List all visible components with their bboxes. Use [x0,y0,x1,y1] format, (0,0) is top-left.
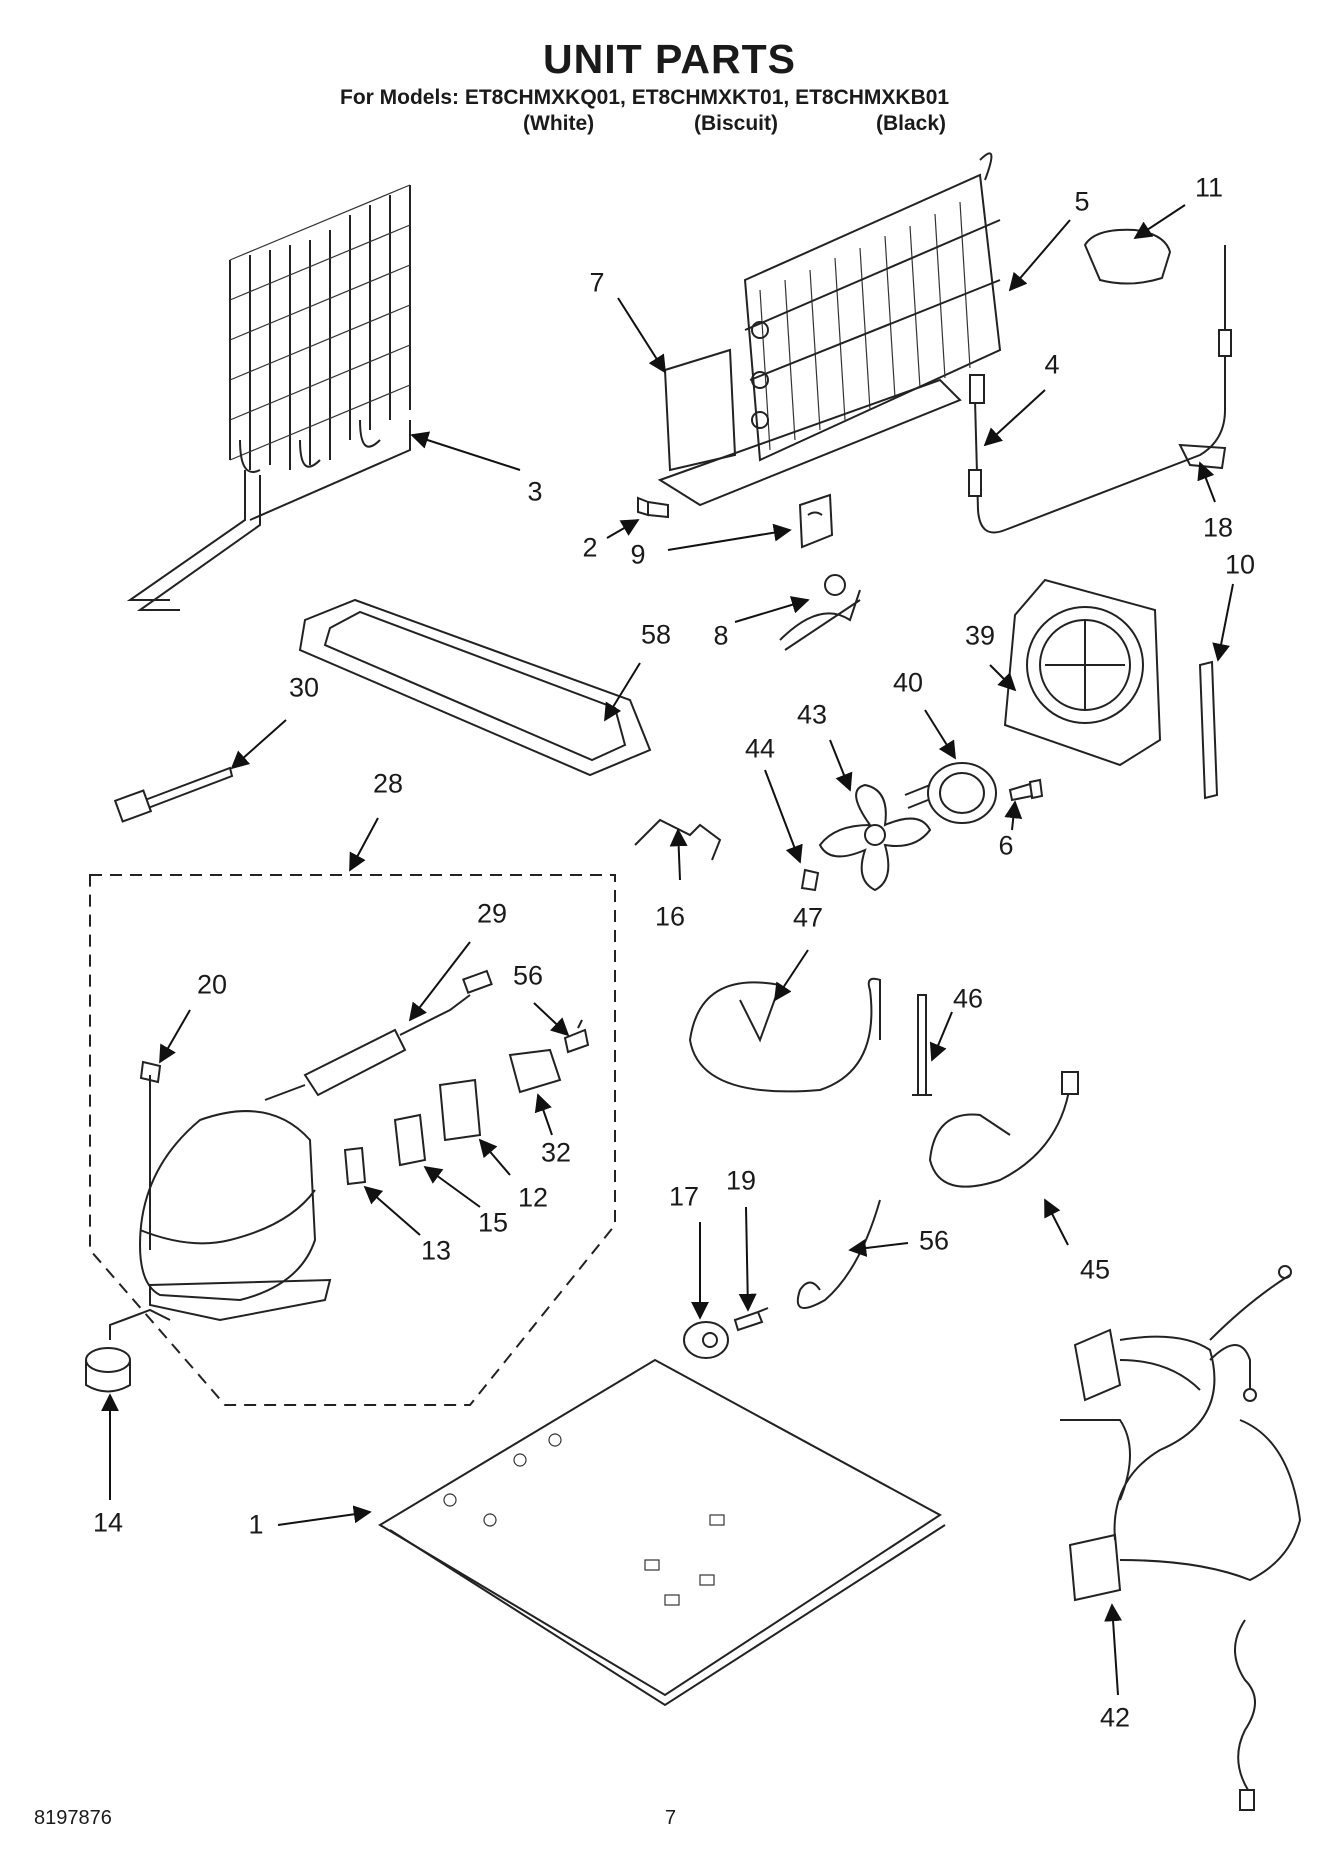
callout-44: 44 [744,733,776,764]
callout-6: 6 [998,830,1014,861]
part-4-sensor [968,469,982,497]
part-47-hose [928,1084,1071,1188]
part-16-spring-clip [634,818,722,861]
compressor [109,1075,332,1340]
part-30-cable-tie [143,766,234,810]
part-18-axle-bolt [733,1307,769,1332]
part-10-gasket-strip [1198,660,1219,800]
callout-5: 5 [1074,186,1090,217]
callout-45: 46 [952,983,984,1014]
part-30-tie-head [113,789,153,823]
callout-56: 56 [512,960,544,991]
part-32-relay-cover [508,1048,562,1094]
part-48-tube [796,1199,881,1309]
variant-black: (Black) [876,112,947,135]
callout-42: 42 [1099,1702,1131,1733]
part-58-drain-pan [298,598,652,777]
evaporator-tray [657,378,962,507]
callout-46: 47 [792,902,824,933]
callout-32: 32 [540,1137,572,1168]
variant-biscuit: (Biscuit) [694,112,778,135]
part-56-screw [563,1019,590,1054]
part-20-screw [139,1060,162,1100]
part-45-pin [912,994,932,1096]
callout-11: 11 [1194,172,1224,203]
callout-2: 2 [582,532,598,563]
part-1-base-plate [378,1358,942,1697]
evaporator-cover-plate [663,348,737,472]
callout-48: 56 [918,1225,950,1256]
page-number: 7 [665,1807,677,1829]
callout-39: 39 [964,620,996,651]
part-29-fitting [462,969,493,994]
callout-29: 29 [476,898,508,929]
callout-15: 15 [477,1207,509,1238]
callout-43: 43 [796,699,828,730]
callout-7: 7 [589,267,605,298]
part-2-screw [637,496,669,519]
part-8-grommet [824,574,846,596]
callout-58: 58 [640,619,672,650]
part-47-fitting [1061,1071,1079,1095]
part-15-overload [393,1113,427,1167]
callout-47: 45 [1079,1254,1111,1285]
part-17-roller [683,1321,729,1359]
part-4-sensor-upper [1218,329,1232,357]
callout-40: 40 [892,667,924,698]
callout-17: 17 [668,1181,700,1212]
callout-28: 28 [372,768,404,799]
part-42-wire-harness [1060,1265,1302,1811]
part-11-cap [1083,228,1172,285]
callout-14: 14 [92,1507,124,1538]
part-6-screw [1008,778,1044,802]
part-29-tubing [264,994,471,1101]
callout-30: 30 [288,672,320,703]
callout-20: 20 [196,969,228,1000]
part-44-retainer [800,868,820,892]
page-title: UNIT PARTS [543,36,796,82]
callout-10: 10 [1224,549,1256,580]
models-line: For Models: ET8CHMXKQ01, ET8CHMXKT01, ET… [340,86,950,109]
callout-3: 3 [527,476,543,507]
callout-4: 4 [1044,349,1060,380]
callout-9: 9 [630,539,646,570]
part-12-relay [438,1078,482,1142]
callout-16: 16 [654,901,686,932]
part-29-drier [303,1028,407,1097]
callout-1: 1 [248,1509,264,1540]
callout-19: 18 [1202,512,1234,543]
part-9-bracket [798,493,834,549]
variant-white: (White) [523,112,595,135]
part-40-fan-motor [927,762,997,824]
part-8-wire [779,589,861,651]
leader-lines [101,204,1234,1696]
part-14-grommet [85,1347,131,1373]
part-39-fan-shroud [1003,578,1162,767]
condenser-coil [126,184,411,611]
callout-8: 8 [713,620,729,651]
document-number: 8197876 [34,1807,112,1829]
part-46-tubing [688,977,881,1093]
callout-18: 19 [725,1165,757,1196]
part-4-connector [969,374,985,404]
part-28-compressor-kit-outline [89,874,616,1406]
part-19-clip [1178,443,1227,470]
part-13-terminal [343,1146,367,1186]
callout-12: 12 [517,1182,549,1213]
evaporator [657,152,1002,507]
callout-13: 13 [420,1235,452,1266]
